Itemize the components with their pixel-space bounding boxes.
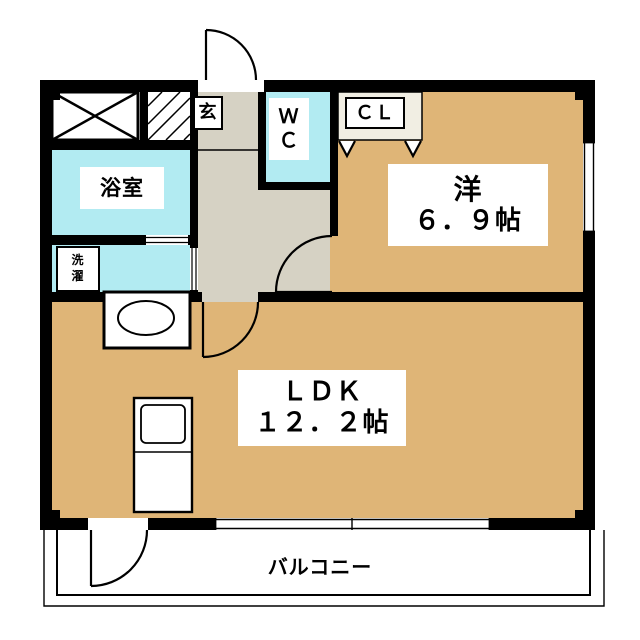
closet-label-text: ＣＬ xyxy=(354,101,395,124)
wall-hall-left-stub xyxy=(190,290,198,302)
wall-bath-bottom xyxy=(52,235,190,245)
closet-door-mark-right xyxy=(404,140,422,159)
wall-hall-left-upper xyxy=(190,92,198,248)
wall-washroom-bottom xyxy=(52,292,104,302)
wall-top-right xyxy=(264,80,595,92)
western-door-arc xyxy=(274,234,333,293)
vanity-sink-icon xyxy=(117,300,175,336)
wall-wc-left xyxy=(258,92,266,186)
wall-bottom-2 xyxy=(148,518,215,530)
window-glass xyxy=(583,142,595,232)
entrance-door-arc xyxy=(205,28,258,81)
walls xyxy=(40,80,595,530)
wc-label: Ｗ Ｃ xyxy=(269,98,309,160)
stair-hatch-icon xyxy=(147,91,191,141)
wall-main-horizontal xyxy=(196,292,595,302)
pillar-top-left xyxy=(40,80,60,100)
balcony-label: バルコニー xyxy=(250,553,390,583)
window-ldk-balcony xyxy=(214,518,490,530)
wall-left xyxy=(40,80,52,530)
laundry-label-line2: 濯 xyxy=(71,269,85,283)
ldk-name: ＬＤＫ xyxy=(281,377,363,408)
ldk-size: １２．２帖 xyxy=(254,408,390,438)
bathroom-folding-door xyxy=(146,235,188,245)
laundry-label-line1: 洗 xyxy=(71,253,85,268)
entrance-label-text: 玄 xyxy=(198,102,218,124)
pillar-bottom-right xyxy=(575,510,595,530)
western-room-label: 洋 ６．９帖 xyxy=(388,164,548,246)
balcony-door-arc xyxy=(90,529,149,588)
western-room-size: ６．９帖 xyxy=(413,206,522,237)
western-room-name: 洋 xyxy=(453,173,483,207)
wall-wc-bottom xyxy=(258,182,338,190)
bathroom-label-text: 浴室 xyxy=(100,175,144,200)
ldk-door-arc xyxy=(202,301,260,359)
kitchen-counter xyxy=(132,396,194,514)
pillar-bottom-left xyxy=(40,510,60,530)
window-western-right xyxy=(583,141,595,233)
closet-label: ＣＬ xyxy=(345,97,405,129)
wall-hall-right xyxy=(330,92,338,236)
balcony-inner-railing xyxy=(56,530,591,596)
kitchen-sink-icon xyxy=(140,404,186,444)
hallway-floor-lower xyxy=(258,190,330,292)
elevator-x-icon xyxy=(51,90,139,142)
wall-under-shafts xyxy=(52,140,196,150)
entrance-label: 玄 xyxy=(193,96,223,130)
wall-right-lower xyxy=(583,232,595,530)
balcony-outer-railing xyxy=(43,530,605,607)
wc-label-line2: Ｃ xyxy=(278,128,300,152)
wall-shaft-divider xyxy=(140,92,148,140)
kitchen-counter-body xyxy=(132,396,194,514)
balcony-label-text: バルコニー xyxy=(267,555,373,580)
wc-label-line1: Ｗ xyxy=(278,104,300,129)
laundry-label: 洗 濯 xyxy=(56,246,100,292)
pillar-top-right xyxy=(575,80,595,100)
doorway-hall-to-western xyxy=(330,236,338,292)
bathroom-label: 浴室 xyxy=(80,167,164,209)
wall-top-left xyxy=(40,80,198,92)
wall-bottom-3 xyxy=(490,518,595,530)
ldk-label: ＬＤＫ １２．２帖 xyxy=(238,370,406,446)
doorway-hall-to-ldk xyxy=(202,292,258,302)
closet-door-mark-left xyxy=(338,140,356,159)
washroom-sliding-door xyxy=(190,248,198,290)
